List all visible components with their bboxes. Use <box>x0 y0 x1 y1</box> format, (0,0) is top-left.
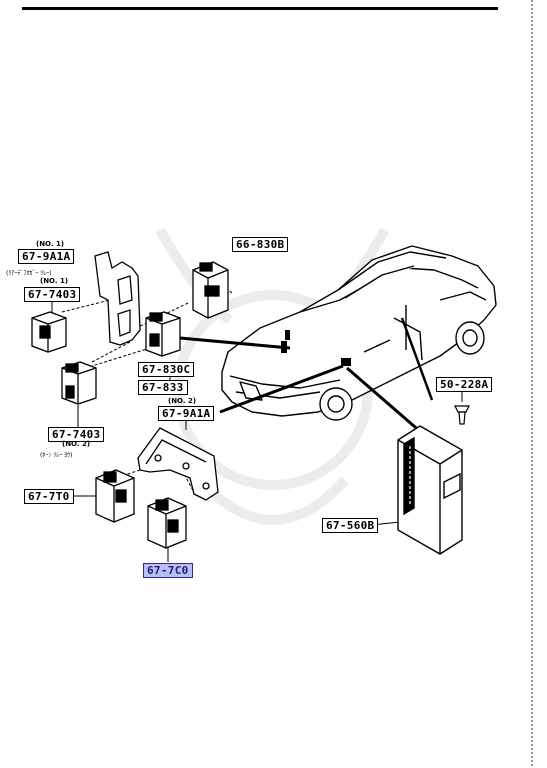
relay-bracket-no1 <box>94 251 141 346</box>
part-label-67-7t0[interactable]: 67-7T0 <box>24 489 74 504</box>
part-label-50-228a[interactable]: 50-228A <box>436 377 493 392</box>
relay-67-830c <box>145 311 181 357</box>
relay-67-7t0 <box>95 469 135 523</box>
note-no2-top: (NO. 2) <box>168 397 197 405</box>
control-module-67-560b <box>397 425 463 555</box>
part-label-67-833[interactable]: 67-833 <box>138 380 188 395</box>
note-no1-top: (NO. 1) <box>36 240 65 248</box>
part-label-67-7403-no2[interactable]: 67-7403 <box>48 427 105 442</box>
part-label-67-7403-no1[interactable]: 67-7403 <box>24 287 81 302</box>
relay-66-830b <box>192 261 229 319</box>
part-label-66-830b[interactable]: 66-830B <box>232 237 289 252</box>
note-rear-defogger-relay: (ﾘｱｰﾃﾞﾌｵｶﾞｰ ﾘﾚｰ) <box>6 270 52 277</box>
relay-67-7403-no2 <box>61 361 97 405</box>
clip-50-228a <box>454 405 470 425</box>
part-label-67-9a1a-no1[interactable]: 67-9A1A <box>18 249 75 264</box>
note-horn-relay: (ﾎｰﾝ ﾘﾚｰ ﾖｳ) <box>40 452 73 459</box>
note-no2-bottom: (NO. 2) <box>62 440 91 448</box>
car-wheels <box>319 321 485 421</box>
part-label-67-7c0-highlighted[interactable]: 67-7C0 <box>143 563 193 578</box>
relay-67-7403-no1 <box>31 311 67 353</box>
part-label-67-830c[interactable]: 67-830C <box>138 362 195 377</box>
relay-67-7c0 <box>147 497 187 549</box>
note-no1-second: (NO. 1) <box>40 277 69 285</box>
relay-bracket-no2 <box>137 427 219 501</box>
part-label-67-560b[interactable]: 67-560B <box>322 518 379 533</box>
top-rule <box>22 7 498 10</box>
part-label-67-9a1a-no2[interactable]: 67-9A1A <box>158 406 215 421</box>
